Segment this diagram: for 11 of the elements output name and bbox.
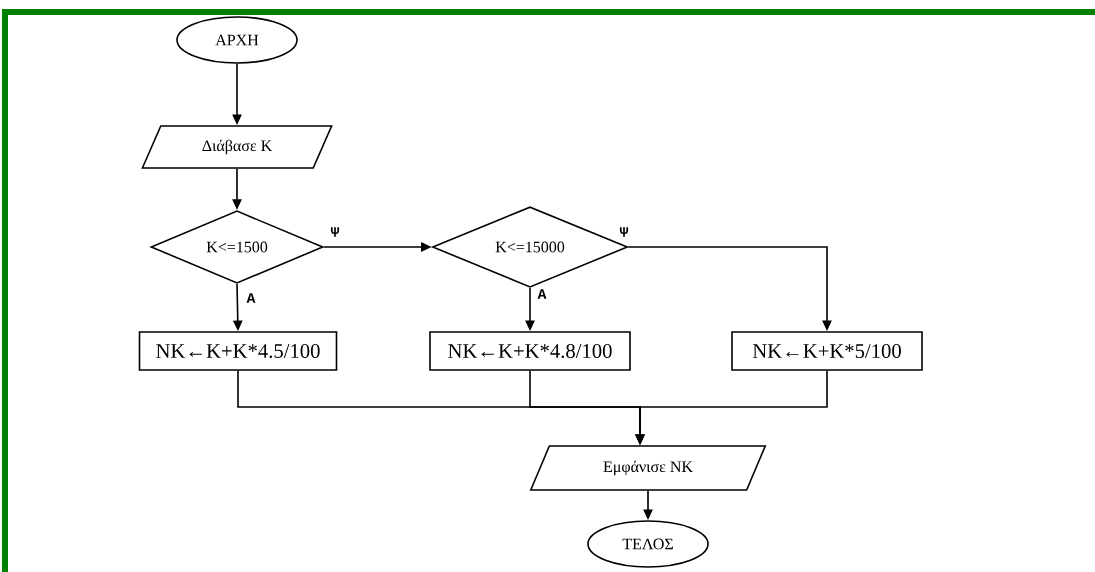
edge-label: Ψ: [329, 225, 341, 239]
edge-label: Α: [245, 291, 257, 305]
edge-label: Α: [536, 287, 548, 301]
process-box: ΝΚ←Κ+Κ*4.8/100: [429, 331, 631, 371]
edge-label: Ψ: [618, 225, 630, 239]
output-parallelogram: Εμφάνισε ΝΚ: [529, 445, 767, 491]
input-parallelogram: Διάβασε Κ: [141, 125, 333, 169]
process-box: ΝΚ←Κ+Κ*5/100: [731, 331, 923, 371]
process-box: ΝΚ←Κ+Κ*4.5/100: [138, 331, 338, 371]
terminal-oval: ΑΡΧΗ: [176, 16, 298, 64]
terminal-oval: ΤΕΛΟΣ: [587, 520, 709, 568]
